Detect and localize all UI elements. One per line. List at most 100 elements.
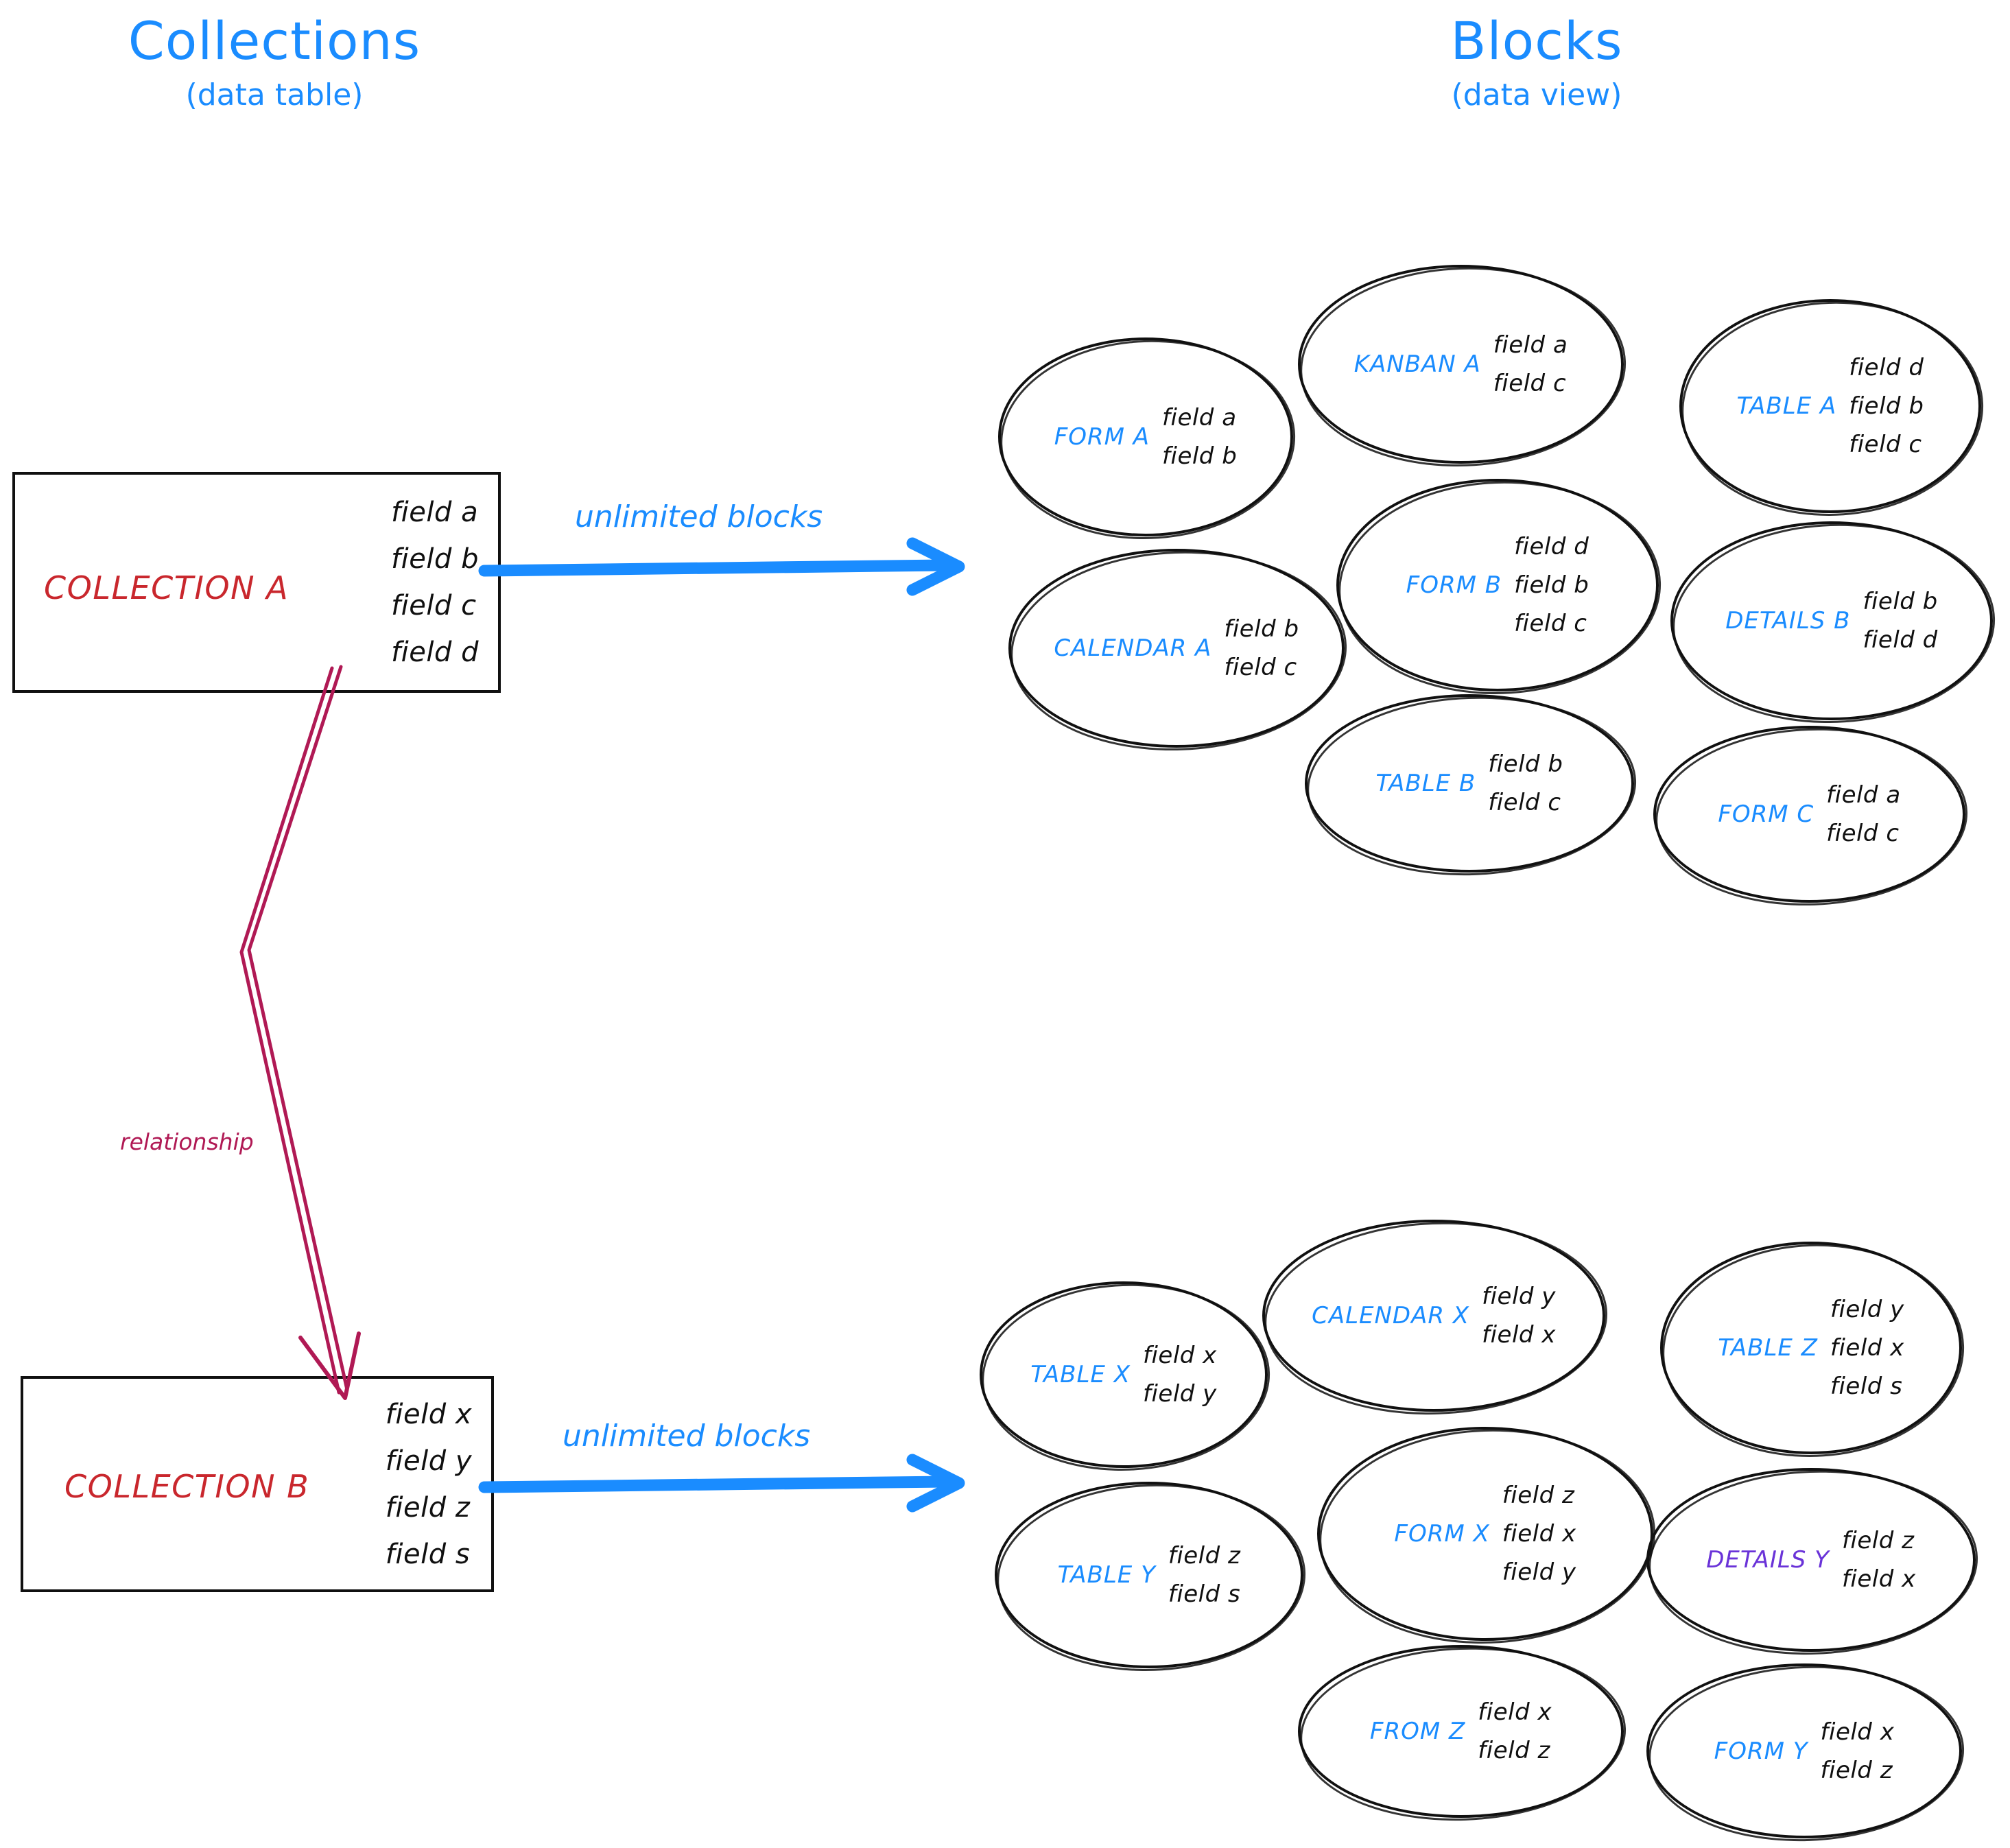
block-form-y[interactable]: FORM Y field x field z [1645,1660,1967,1847]
block-table-b[interactable]: TABLE B field b field c [1303,691,1640,881]
ellipse-outline [995,1482,1303,1668]
collection-a-box[interactable]: COLLECTION A field a field b field c fie… [12,472,501,693]
block-calendar-a-name: CALENDAR A [1054,635,1212,662]
block-from-z-field-1: field z [1478,1737,1550,1764]
block-form-a-field-1: field b [1162,442,1238,470]
block-table-y-field-1: field s [1168,1580,1241,1608]
block-form-c-field-0: field a [1826,781,1901,809]
block-calendar-a-field-0: field b [1224,615,1299,643]
ellipse-outline [1653,726,1965,903]
collection-b-field-1: field y [385,1445,472,1477]
ellipse-outline [1646,1468,1976,1652]
ellipse-outline [1317,1427,1653,1641]
block-table-b-fields: field b field c [1488,750,1563,816]
block-table-y-fields: field z field s [1168,1542,1241,1608]
block-form-x-fields: field z field x field y [1502,1482,1576,1586]
block-form-x[interactable]: FORM X field z field x field y [1315,1423,1659,1650]
unlimited-blocks-label-top: unlimited blocks [575,499,823,534]
block-table-z-name: TABLE Z [1718,1334,1818,1362]
collection-a-field-2: field c [391,590,477,621]
block-calendar-x-fields: field y field x [1482,1283,1556,1349]
block-details-y-fields: field z field x [1842,1527,1916,1593]
collection-b-fields: field x field y field z field s [386,1399,472,1570]
block-details-b-field-0: field b [1863,588,1938,615]
collection-a-fields: field a field b field c field d [391,497,479,668]
block-from-z-name: FROM Z [1369,1718,1466,1745]
block-form-c[interactable]: FORM C field a field c [1652,723,1971,911]
block-from-z-field-0: field x [1478,1698,1552,1726]
collection-b-field-2: field z [385,1491,471,1524]
block-form-y-field-0: field x [1820,1718,1895,1746]
ellipse-outline [1305,694,1634,873]
block-table-a[interactable]: TABLE A field d field b field c [1677,296,1987,521]
block-form-b-field-0: field d [1514,533,1589,560]
collections-subtitle: (data table) [185,77,364,112]
block-form-a-field-0: field a [1162,404,1237,431]
block-form-x-field-0: field z [1502,1482,1575,1509]
ellipse-outline [1298,1645,1624,1818]
block-form-c-name: FORM C [1718,801,1814,828]
unlimited-blocks-label-bottom: unlimited blocks [563,1419,811,1454]
block-form-a[interactable]: FORM A field a field b [997,335,1299,545]
block-details-y-name: DETAILS Y [1706,1546,1830,1574]
relationship-connector [239,665,361,1400]
ellipse-outline [1336,479,1659,691]
block-form-c-field-1: field c [1826,820,1900,847]
collection-a-field-0: field a [391,497,479,528]
block-table-z[interactable]: TABLE Z field y field x field s [1658,1239,1968,1462]
block-details-y-field-0: field z [1841,1527,1915,1554]
block-form-a-name: FORM A [1054,423,1150,451]
ellipse-outline [1670,521,1993,720]
block-form-x-field-2: field y [1502,1559,1576,1586]
block-from-z[interactable]: FROM Z field x field z [1297,1642,1629,1827]
collection-b-field-3: field s [385,1538,471,1570]
block-table-a-field-0: field d [1849,354,1924,381]
block-table-b-name: TABLE B [1375,770,1476,797]
block-form-y-name: FORM Y [1714,1737,1808,1765]
block-form-a-fields: field a field b [1162,404,1237,470]
collection-b-box[interactable]: COLLECTION B field x field y field z fie… [21,1376,494,1592]
block-calendar-a[interactable]: CALENDAR A field b field c [1007,545,1351,757]
block-kanban-a[interactable]: KANBAN A field a field c [1297,261,1630,473]
block-table-a-fields: field d field b field c [1849,354,1924,458]
block-calendar-x-name: CALENDAR X [1312,1302,1470,1329]
collections-title: Collections [128,10,421,71]
block-form-b[interactable]: FORM B field d field b field c [1334,475,1665,700]
block-details-b-name: DETAILS B [1725,607,1851,635]
block-calendar-a-field-1: field c [1224,654,1297,681]
block-form-b-field-1: field b [1514,571,1589,599]
unlimited-blocks-arrow-bottom [478,1454,965,1513]
block-details-b[interactable]: DETAILS B field b field d [1669,518,1999,729]
block-table-x[interactable]: TABLE X field x field y [978,1279,1273,1476]
ellipse-outline [998,337,1293,536]
block-table-x-field-0: field x [1142,1342,1217,1369]
ellipse-outline [1298,265,1624,464]
collections-header: Collections (data table) [69,14,480,111]
block-details-y-field-1: field x [1841,1565,1916,1593]
block-kanban-a-field-0: field a [1493,331,1568,359]
block-form-x-name: FORM X [1394,1520,1490,1548]
block-form-y-fields: field x field z [1821,1718,1895,1784]
block-table-a-name: TABLE A [1736,392,1837,420]
block-kanban-a-field-1: field c [1493,370,1567,397]
block-table-a-field-1: field b [1849,392,1924,420]
collection-a-field-1: field b [391,543,479,575]
block-table-y-name: TABLE Y [1057,1561,1156,1589]
block-table-x-field-1: field y [1142,1380,1217,1408]
ellipse-outline [1660,1242,1962,1454]
ellipse-outline [1679,299,1981,513]
block-calendar-x-field-0: field y [1482,1283,1556,1310]
block-table-b-field-0: field b [1488,750,1563,778]
block-table-y[interactable]: TABLE Y field z field s [993,1479,1309,1677]
ellipse-outline [1008,549,1345,748]
block-kanban-a-name: KANBAN A [1353,351,1481,378]
block-details-y[interactable]: DETAILS Y field z field x [1645,1465,1981,1661]
collection-a-name: COLLECTION A [44,569,289,606]
block-form-b-fields: field d field b field c [1514,533,1589,637]
block-calendar-x[interactable]: CALENDAR X field y field x [1261,1216,1611,1421]
ellipse-outline [1646,1663,1962,1838]
block-table-z-field-0: field y [1830,1296,1904,1323]
block-table-b-field-1: field c [1488,789,1561,816]
block-details-b-field-1: field d [1863,626,1938,654]
block-form-c-fields: field a field c [1826,781,1901,847]
